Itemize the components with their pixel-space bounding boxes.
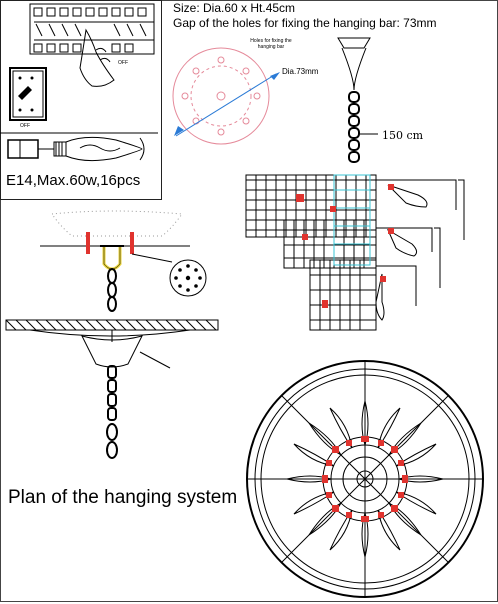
hole-caption: Holes for fixing the hanging bar (250, 38, 292, 50)
svg-text:OFF: OFF (118, 60, 128, 66)
dia-label: Dia.73mm (282, 67, 319, 76)
size-text: Size: Dia.60 x Ht.45cm (173, 1, 296, 15)
chandelier-side-view (245, 37, 465, 331)
hole-diagram (172, 47, 280, 145)
bulb-spec-text: E14,Max.60w,16pcs (6, 172, 141, 189)
chandelier-plan-view (246, 360, 484, 598)
plan-title: Plan of the hanging system (8, 487, 238, 508)
gap-text: Gap of the holes for fixing the hanging … (173, 16, 437, 30)
breaker-switch-illustration: OFF OFF (0, 3, 158, 162)
svg-text:OFF: OFF (20, 123, 30, 129)
hanging-system-illustration (5, 210, 219, 459)
switch-panel (0, 0, 162, 200)
chain-length-label: 150 cm (382, 129, 424, 142)
